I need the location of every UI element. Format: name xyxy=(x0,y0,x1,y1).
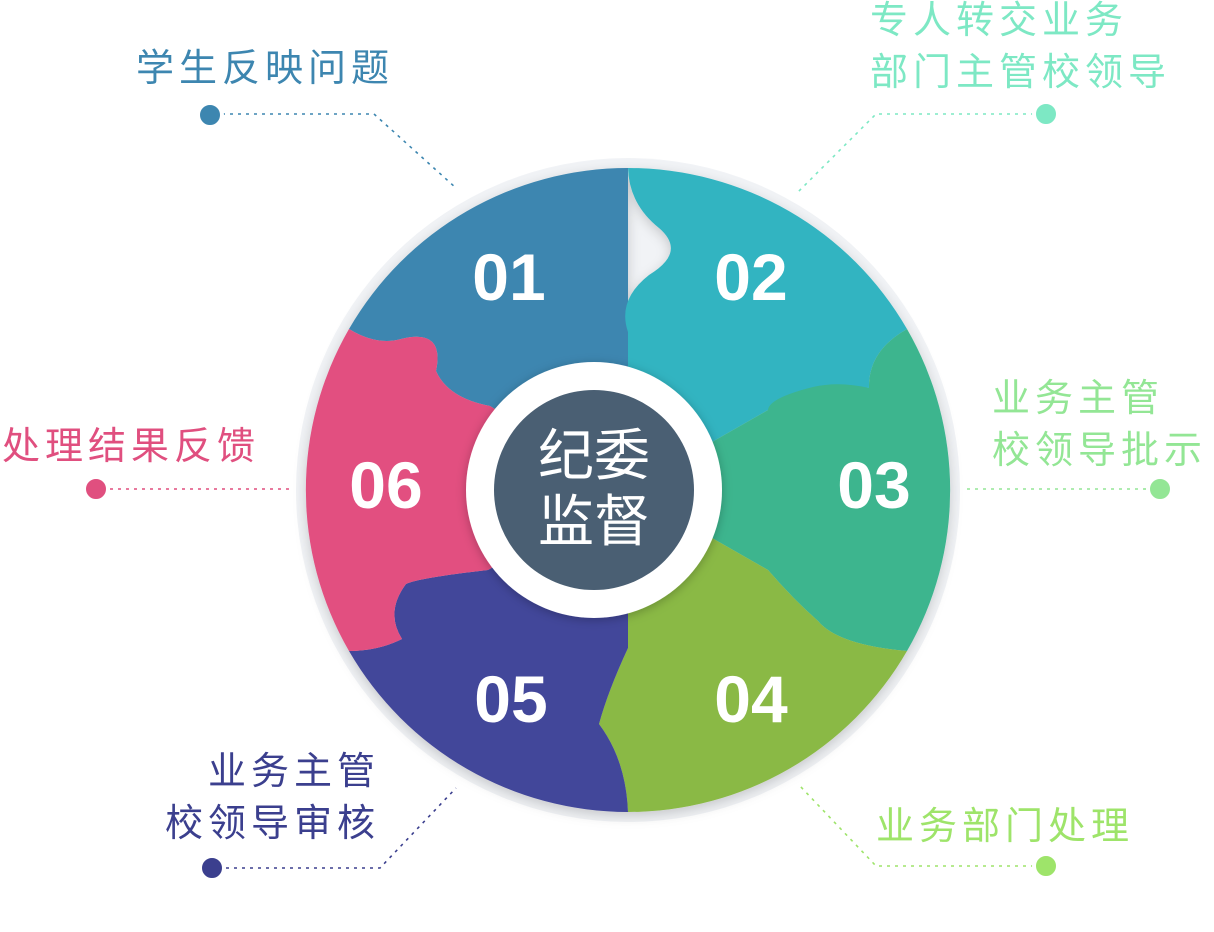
step-label-03-line2: 校领导批示 xyxy=(992,428,1207,472)
center-title-line2: 监督 xyxy=(538,490,650,555)
step-label-02-line2: 部门主管校领导 xyxy=(870,50,1171,94)
step-number-05: 05 xyxy=(474,662,547,736)
segment-03 xyxy=(628,329,951,651)
step-number-04: 04 xyxy=(714,662,788,736)
leader-line-05 xyxy=(226,787,457,869)
step-label-03-line1: 业务主管 xyxy=(992,376,1164,420)
leader-dot-04 xyxy=(1032,852,1060,880)
center-title-line1: 纪委 xyxy=(538,424,650,489)
step-number-02: 02 xyxy=(714,240,787,314)
step-label-02-line1: 专人转交业务 xyxy=(870,0,1128,42)
leader-dot-03 xyxy=(1146,475,1174,503)
segment-02 xyxy=(625,167,907,490)
step-label-05-line2: 校领导审核 xyxy=(165,801,380,845)
step-number-03: 03 xyxy=(837,448,910,522)
step-label-06: 处理结果反馈 xyxy=(2,424,260,468)
leader-line-01 xyxy=(222,113,457,189)
segments-group xyxy=(305,167,951,813)
center-disc xyxy=(494,390,694,590)
leader-dot-05 xyxy=(198,854,226,882)
leader-line-02 xyxy=(795,113,1034,195)
step-label-05-line1: 业务主管 xyxy=(208,749,380,793)
step-label-04: 业务部门处理 xyxy=(876,804,1134,848)
step-number-06: 06 xyxy=(349,448,422,522)
leader-dot-01 xyxy=(196,101,224,129)
step-label-01: 学生反映问题 xyxy=(136,46,394,90)
leader-dot-06 xyxy=(82,475,110,503)
leader-dot-02 xyxy=(1032,100,1060,128)
step-number-01: 01 xyxy=(472,240,545,314)
